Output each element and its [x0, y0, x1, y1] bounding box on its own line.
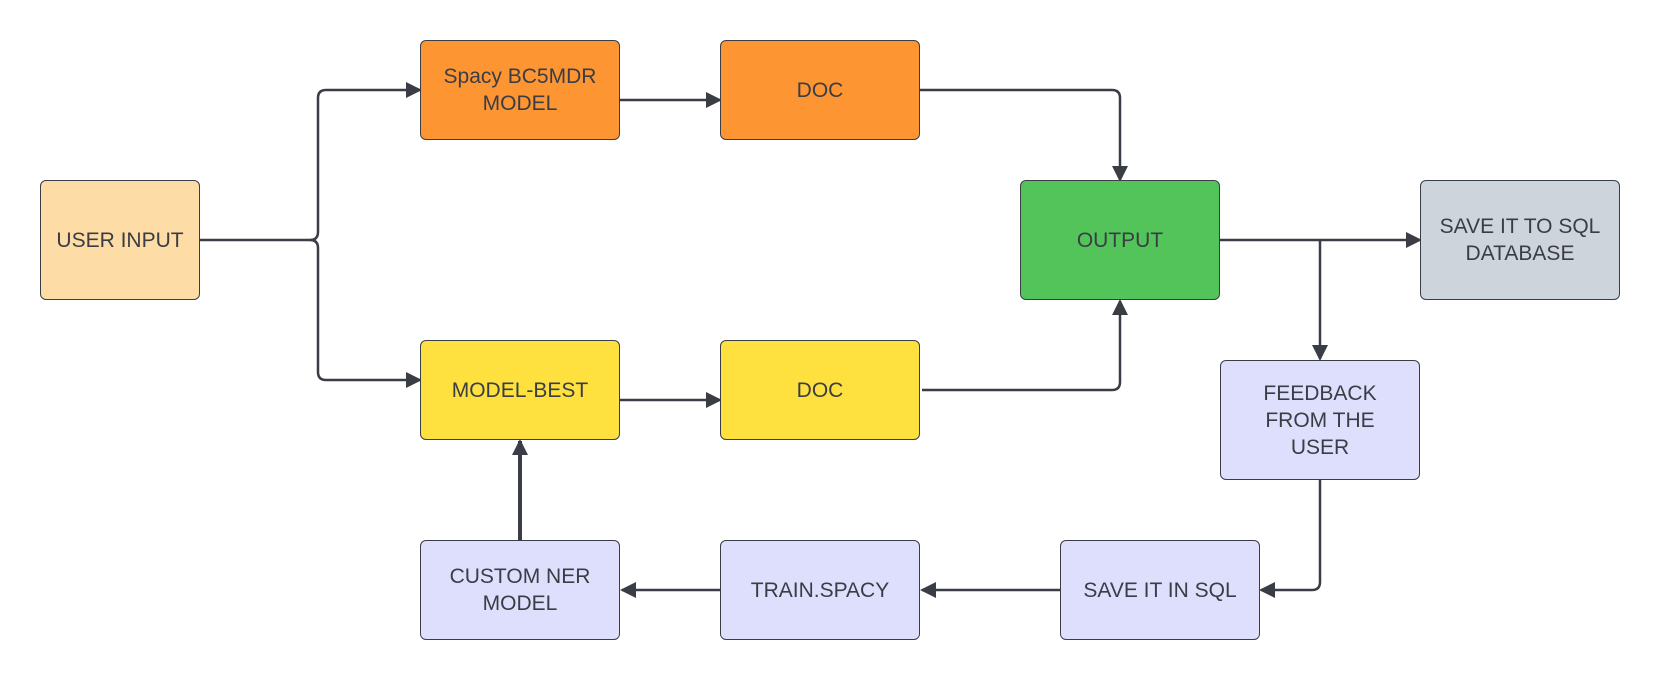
doc-bottom-node: DOC — [720, 340, 920, 440]
user-input-node: USER INPUT — [40, 180, 200, 300]
arrow-userinput-to-modelbest — [309, 238, 422, 388]
spacy-model-label: Spacy BC5MDR MODEL — [443, 65, 597, 115]
train-spacy-node: TRAIN.SPACY — [720, 540, 920, 640]
arrow-userinput-to-spacy — [200, 82, 422, 242]
feedback-node: FEEDBACK FROM THE USER — [1220, 360, 1420, 480]
save-in-sql-label: SAVE IT IN SQL — [1083, 578, 1237, 602]
model-best-node: MODEL-BEST — [420, 340, 620, 440]
custom-ner-node: CUSTOM NER MODEL — [420, 540, 620, 640]
save-sql-database-node: SAVE IT TO SQL DATABASE — [1420, 180, 1620, 300]
arrow-doc-to-output — [900, 88, 1128, 182]
custom-ner-label: CUSTOM NER MODEL — [449, 565, 591, 615]
doc-top-label: DOC — [796, 78, 844, 102]
save-in-sql-node: SAVE IT IN SQL — [1060, 540, 1260, 640]
spacy-model-node: Spacy BC5MDR MODEL — [420, 40, 620, 140]
arrow-doc-bottom-to-output — [922, 299, 1128, 392]
doc-top-node: DOC — [720, 40, 920, 140]
user-input-label: USER INPUT — [56, 228, 184, 252]
feedback-label: FEEDBACK FROM THE USER — [1263, 381, 1377, 459]
model-best-label: MODEL-BEST — [451, 378, 589, 402]
save-sql-database-label: SAVE IT TO SQL DATABASE — [1439, 215, 1601, 265]
doc-bottom-label: DOC — [796, 378, 844, 402]
output-node: OUTPUT — [1020, 180, 1220, 300]
arrow-feedback-to-save-sql — [1259, 480, 1322, 598]
train-spacy-label: TRAIN.SPACY — [750, 578, 890, 602]
output-label: OUTPUT — [1076, 228, 1164, 252]
